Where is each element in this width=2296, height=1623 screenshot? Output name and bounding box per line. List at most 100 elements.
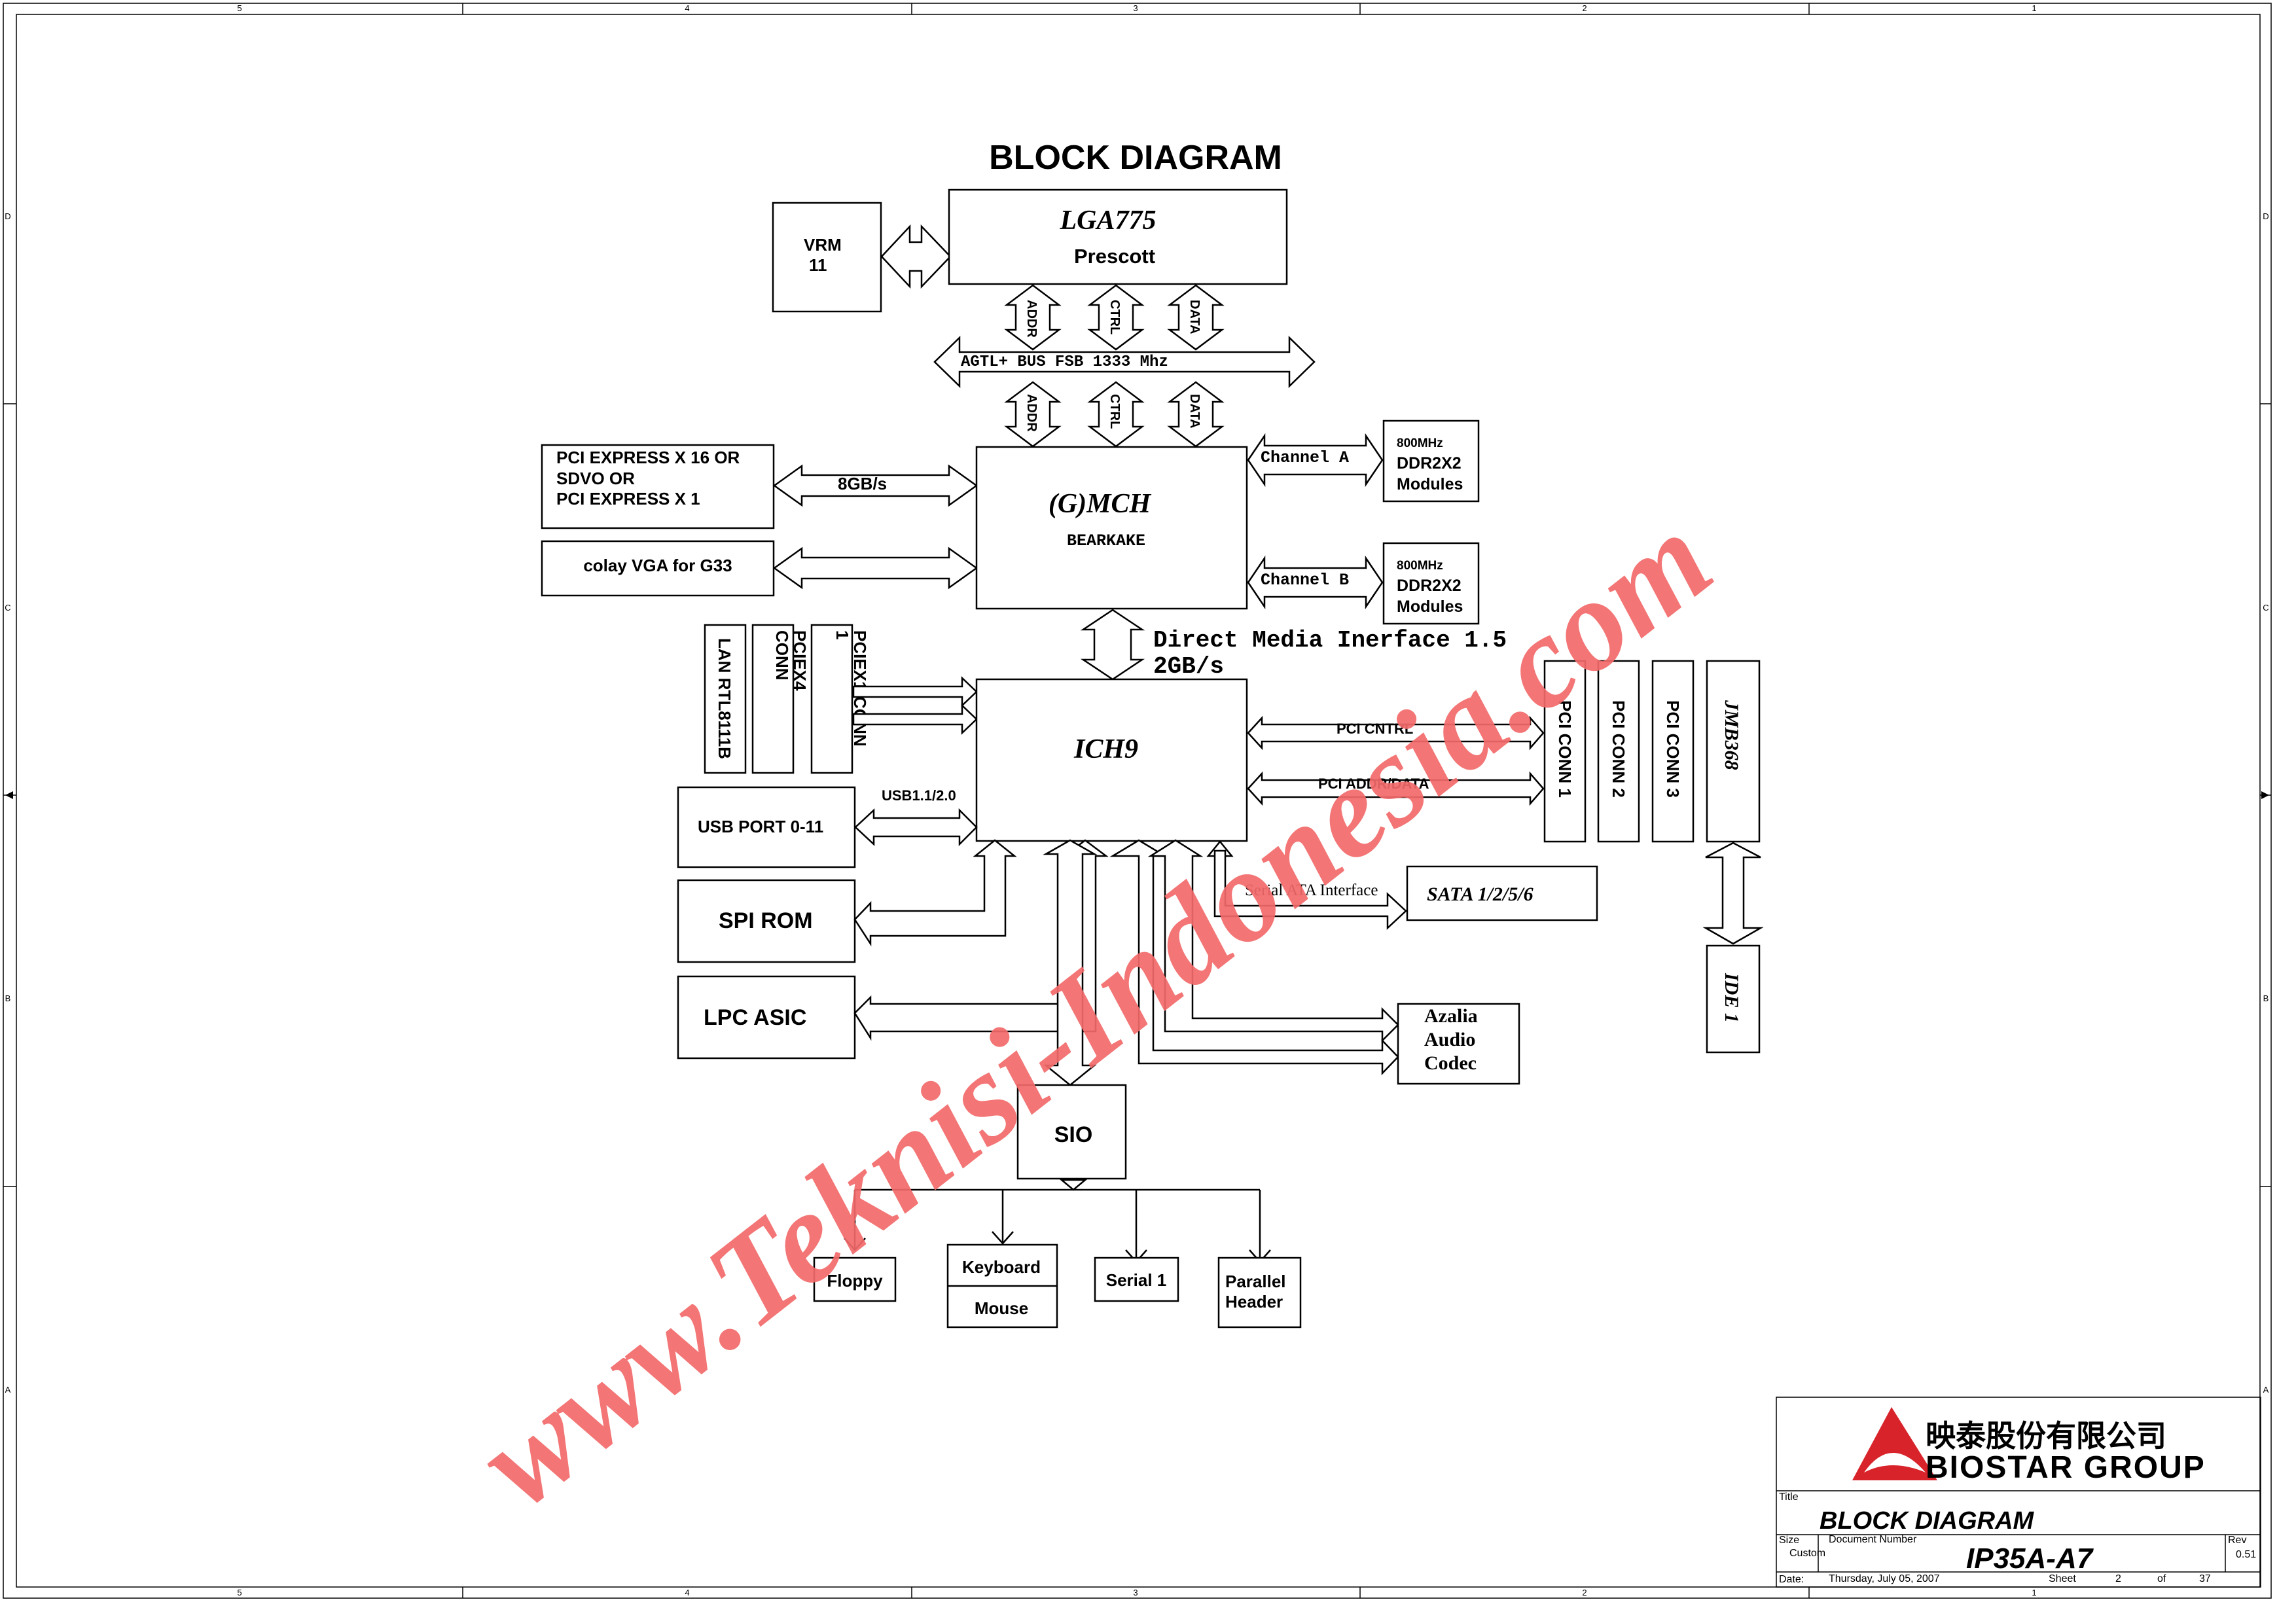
channel-b-arrow xyxy=(1247,555,1384,610)
fsb-addr-lower: ADDR xyxy=(1024,394,1039,432)
dimm-b-type: DDR2X2 xyxy=(1397,577,1462,595)
svg-text:PCI CONN 3: PCI CONN 3 xyxy=(1663,700,1683,798)
zone-col-4: 4 xyxy=(685,3,689,13)
usb-bus-label: USB1.1/2.0 xyxy=(882,787,956,804)
zone-row-a: A xyxy=(5,1385,11,1395)
azalia-ich-arrow xyxy=(1109,839,1399,1076)
parallel-label: Parallel xyxy=(1225,1272,1286,1291)
mch-block: (G)MCH BEARKAKE xyxy=(975,446,1248,610)
sata-block: SATA 1/2/5/6 xyxy=(1406,865,1598,921)
mouse-label: Mouse xyxy=(975,1298,1028,1318)
dmi-bandwidth: 2GB/s xyxy=(1153,653,1224,680)
vrm-number: 11 xyxy=(809,255,827,275)
pci-cntrl-arrow xyxy=(1247,715,1545,751)
dmi-label: Direct Media Inerface 1.5 xyxy=(1153,627,1507,654)
dimm-b-block: 800MHz DDR2X2 Modules xyxy=(1382,542,1480,625)
company-cn: 映泰股份有限公司 xyxy=(1926,1419,2166,1453)
jmb-label: JMB368 xyxy=(1721,700,1742,770)
mch-name: (G)MCH xyxy=(1049,489,1152,519)
sio-fanout xyxy=(844,1179,1271,1263)
diagram-title: BLOCK DIAGRAM xyxy=(989,139,1282,177)
dimm-a-label: Modules xyxy=(1397,475,1463,493)
sheet-number: 2 xyxy=(2115,1573,2121,1584)
fsb-bus-arrow xyxy=(933,336,1316,388)
parallel-block: Parallel Header xyxy=(1217,1257,1302,1329)
dimm-b-speed: 800MHz xyxy=(1397,559,1443,573)
zone-col-1: 1 xyxy=(2032,3,2036,13)
pciex4-label: PCIEX4 xyxy=(790,630,810,691)
zone-col-3-bottom: 3 xyxy=(1133,1588,1138,1597)
pciex1-index: 1 xyxy=(833,630,852,639)
usb-block: USB PORT 0-11 xyxy=(677,786,856,868)
azalia-codec: Codec xyxy=(1424,1052,1477,1074)
size-value: Custom xyxy=(1789,1548,1825,1559)
zone-labels: 5 4 3 2 1 5 4 3 2 1 D C B A D C B A xyxy=(5,3,2269,1597)
serial-label: Serial 1 xyxy=(1106,1270,1167,1290)
kb-mouse-block: Keyboard Mouse xyxy=(946,1243,1058,1329)
cpu-name: Prescott xyxy=(1074,245,1155,268)
fsb-ctrl-lower: CTRL xyxy=(1107,394,1122,429)
vrm-label: VRM xyxy=(804,235,842,255)
pci-addr-label: PCI ADDR/DATA xyxy=(1318,776,1429,792)
sata-arrow xyxy=(1213,849,1407,930)
vga-block: colay VGA for G33 xyxy=(541,540,775,597)
mch-codename: BEARKAKE xyxy=(1067,531,1145,550)
dimm-a-block: 800MHz DDR2X2 Modules xyxy=(1382,419,1480,503)
dimm-b-label: Modules xyxy=(1397,597,1463,616)
serial-block: Serial 1 xyxy=(1094,1257,1179,1302)
pcie-x16-line: PCI EXPRESS X 16 OR xyxy=(556,448,740,467)
dmi-arrow xyxy=(1080,609,1145,681)
sheet-total: 37 xyxy=(2199,1573,2211,1584)
jmb-block: JMB368 xyxy=(1706,660,1761,843)
ide-label: IDE 1 xyxy=(1721,972,1742,1023)
sio-label: SIO xyxy=(1054,1122,1093,1147)
sheet-title: BLOCK DIAGRAM xyxy=(1820,1507,2035,1535)
fsb-lower-arrows: ADDR CTRL DATA xyxy=(1004,381,1225,448)
date-label: Date: xyxy=(1779,1574,1804,1585)
title-block: 映泰股份有限公司 BIOSTAR GROUP Title BLOCK DIAGR… xyxy=(1776,1397,2261,1588)
azalia-block: Azalia Audio Codec xyxy=(1397,1003,1520,1085)
rev-value: 0.51 xyxy=(2236,1549,2256,1560)
fsb-bus-label: AGTL+ BUS FSB 1333 Mhz xyxy=(961,353,1168,371)
sata-bus-label: Serial ATA Interface xyxy=(1245,882,1378,899)
pci-conn-3: PCI CONN 3 xyxy=(1651,660,1695,843)
spi-label: SPI ROM xyxy=(719,908,813,933)
zone-row-c: C xyxy=(5,603,10,613)
channel-a-arrow xyxy=(1247,433,1384,488)
sata-label: SATA 1/2/5/6 xyxy=(1427,883,1534,905)
zone-col-4-bottom: 4 xyxy=(685,1588,689,1597)
zone-col-1-bottom: 1 xyxy=(2032,1588,2036,1597)
azalia-audio: Audio xyxy=(1424,1029,1475,1050)
biostar-logo xyxy=(1852,1407,1937,1480)
lan-label: LAN RTL8111B xyxy=(715,638,734,759)
size-label: Size xyxy=(1779,1535,1799,1546)
sdvo-line: SDVO OR xyxy=(556,469,635,488)
sio-block: SIO xyxy=(1016,1084,1127,1180)
pci-addr-arrow xyxy=(1247,771,1545,806)
floppy-block: Floppy xyxy=(813,1257,897,1302)
pcie-bandwidth: 8GB/s xyxy=(838,474,887,493)
pciex4-conn: CONN xyxy=(772,630,792,681)
title-label: Title xyxy=(1779,1491,1799,1503)
channel-a-label: Channel A xyxy=(1261,448,1349,467)
vga-label: colay VGA for G33 xyxy=(583,556,732,575)
vga-mch-arrow xyxy=(772,546,978,590)
zone-row-d: D xyxy=(5,211,10,221)
rev-label: Rev xyxy=(2228,1535,2246,1546)
pci-cntrl-label: PCI CNTRL xyxy=(1336,721,1413,737)
cpu-socket: LGA775 xyxy=(1060,205,1157,236)
keyboard-label: Keyboard xyxy=(962,1257,1041,1277)
pcie-slot-arrows xyxy=(852,676,978,735)
fsb-upper-arrows: ADDR CTRL DATA xyxy=(1004,284,1225,351)
zone-row-d-right: D xyxy=(2263,211,2269,221)
pciex4-block: PCIEX4 CONN xyxy=(751,624,810,774)
fsb-addr-upper: ADDR xyxy=(1024,300,1039,338)
lpc-block: LPC ASIC xyxy=(677,975,856,1060)
azalia-ich-arrow-2 xyxy=(1147,839,1399,1043)
zone-col-2-bottom: 2 xyxy=(1582,1588,1587,1597)
zone-row-b: B xyxy=(5,993,11,1003)
lpc-label: LPC ASIC xyxy=(704,1005,806,1030)
fsb-ctrl-upper: CTRL xyxy=(1107,300,1122,334)
zone-row-c-right: C xyxy=(2263,603,2269,613)
